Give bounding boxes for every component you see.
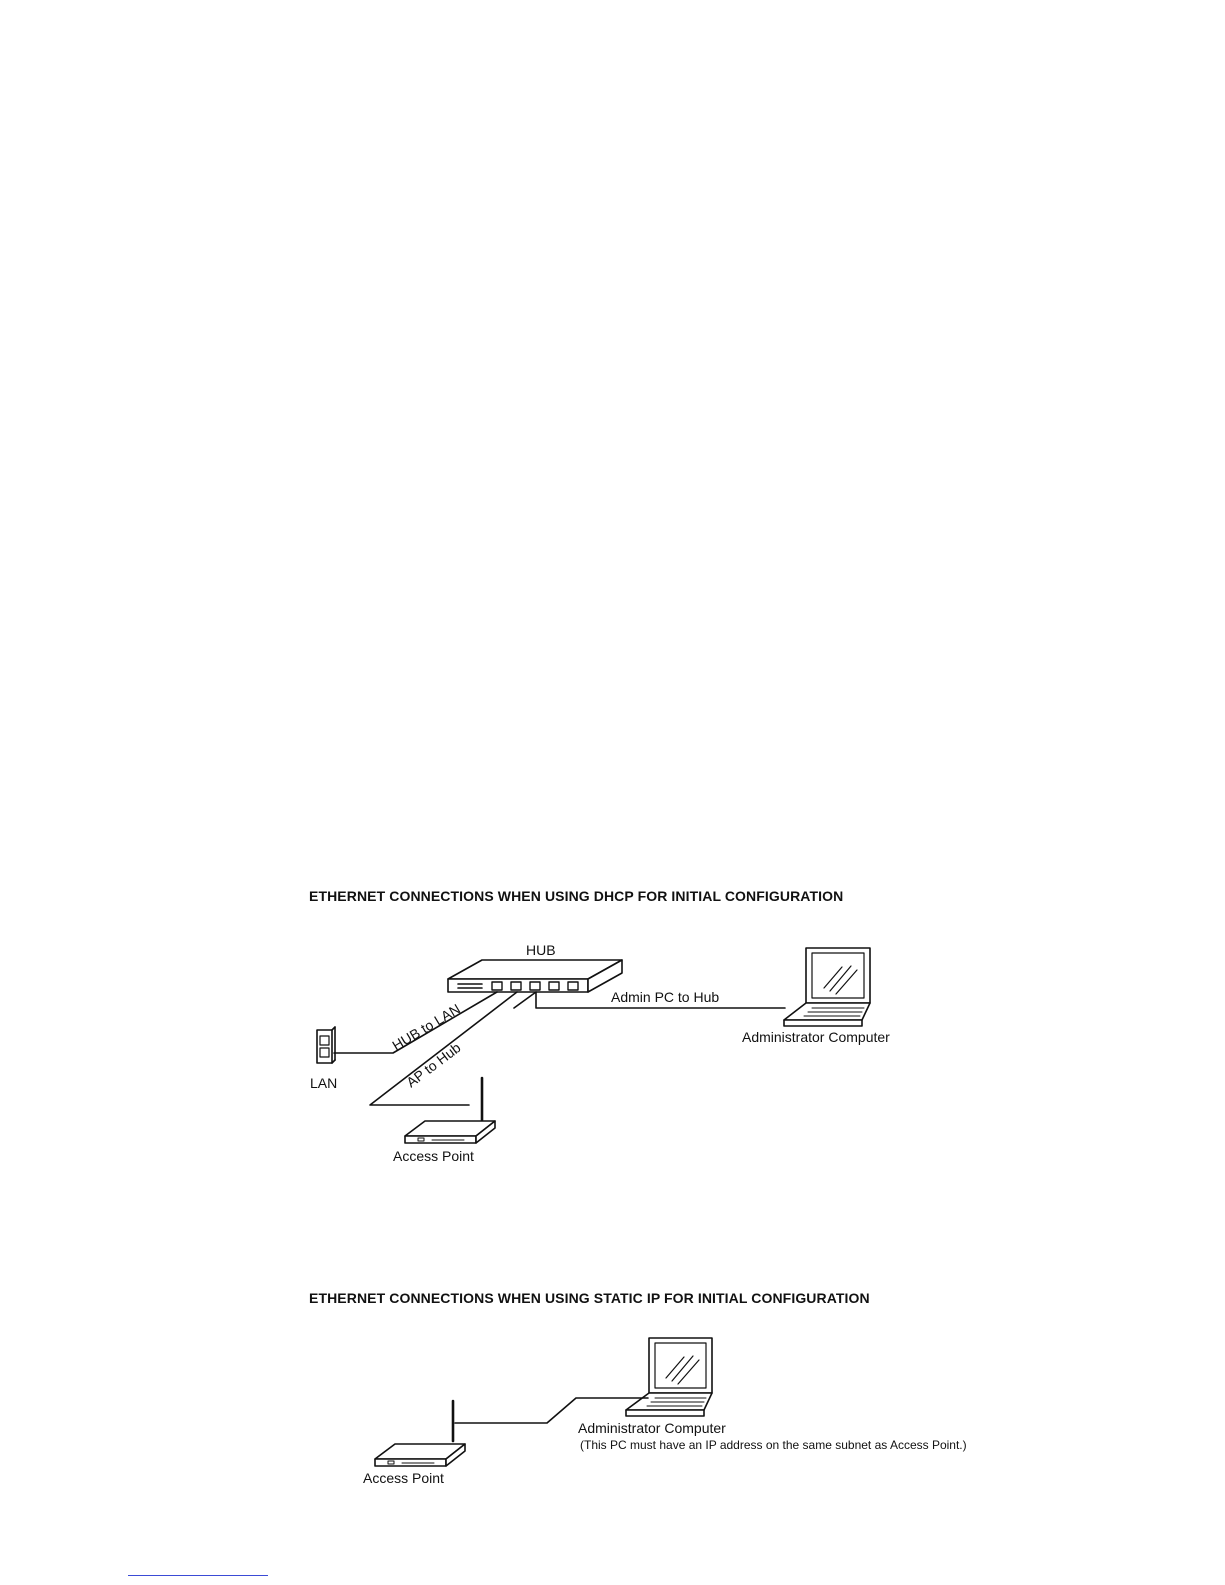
dhcp-diagram-heading: ETHERNET CONNECTIONS WHEN USING DHCP FOR… bbox=[309, 888, 844, 904]
lan-wall-socket-icon bbox=[316, 1026, 336, 1064]
access-point-label: Access Point bbox=[363, 1470, 444, 1486]
administrator-computer-icon bbox=[783, 947, 871, 1027]
lan-label: LAN bbox=[310, 1075, 337, 1091]
footnote-separator bbox=[128, 1575, 268, 1576]
static-ip-diagram-heading: ETHERNET CONNECTIONS WHEN USING STATIC I… bbox=[309, 1290, 870, 1306]
access-point-icon bbox=[404, 1076, 496, 1144]
ap-to-admin-pc-cable bbox=[454, 1397, 649, 1424]
access-point-label: Access Point bbox=[393, 1148, 474, 1164]
admin-pc-to-hub-label: Admin PC to Hub bbox=[611, 989, 719, 1005]
administrator-computer-icon bbox=[625, 1337, 713, 1417]
admin-pc-to-hub-cable bbox=[513, 991, 786, 1009]
administrator-computer-label: Administrator Computer bbox=[742, 1029, 890, 1045]
ap-to-hub-cable bbox=[369, 991, 518, 1106]
hub-icon bbox=[447, 959, 623, 993]
access-point-icon bbox=[374, 1399, 466, 1467]
hub-to-lan-cable bbox=[333, 991, 498, 1054]
administrator-computer-label: Administrator Computer bbox=[578, 1420, 726, 1436]
hub-label: HUB bbox=[526, 942, 556, 958]
administrator-computer-note: (This PC must have an IP address on the … bbox=[580, 1438, 967, 1452]
